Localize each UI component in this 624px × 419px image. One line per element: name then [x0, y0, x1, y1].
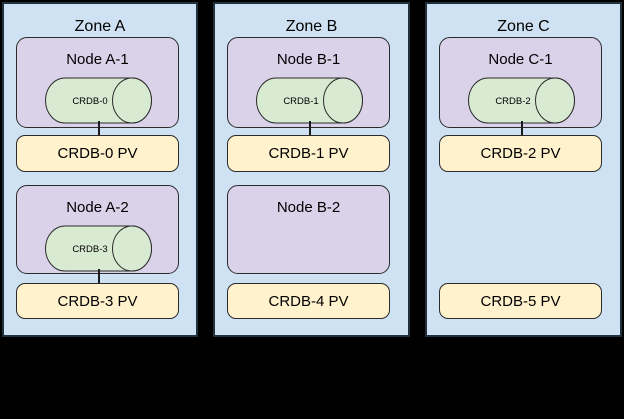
- pod-to-pv-connector: [521, 121, 523, 136]
- zone-b-container: Zone B Node B-1 CRDB-1 CRDB-1 PV Node B-…: [213, 2, 410, 337]
- database-cylinder-icon: CRDB-1: [256, 77, 363, 124]
- zone-a-title: Zone A: [74, 18, 126, 35]
- pod-to-pv-connector: [98, 121, 100, 136]
- node-b-2-title: Node B-2: [276, 199, 341, 216]
- pv-crdb-2: CRDB-2 PV: [439, 135, 602, 172]
- node-a-1: Node A-1 CRDB-0: [16, 37, 179, 128]
- pv-crdb-4: CRDB-4 PV: [227, 283, 390, 319]
- database-cylinder-icon: CRDB-3: [45, 225, 152, 272]
- pv-crdb-0: CRDB-0 PV: [16, 135, 179, 172]
- pv-crdb-3: CRDB-3 PV: [16, 283, 179, 319]
- database-cylinder-icon: CRDB-0: [45, 77, 152, 124]
- pod-crdb-3-label: CRDB-3: [72, 244, 107, 255]
- node-b-2: Node B-2: [227, 185, 390, 274]
- database-cylinder-icon: CRDB-2: [468, 77, 575, 124]
- node-c-1: Node C-1 CRDB-2: [439, 37, 602, 128]
- node-b-1: Node B-1 CRDB-1: [227, 37, 390, 128]
- zone-a-container: Zone A Node A-1 CRDB-0 CRDB-0 PV Node A-…: [2, 2, 198, 337]
- zone-c-container: Zone C Node C-1 CRDB-2 CRDB-2 PV CRDB-5 …: [425, 2, 622, 337]
- pod-to-pv-connector: [309, 121, 311, 136]
- node-b-1-title: Node B-1: [276, 51, 341, 68]
- node-a-1-title: Node A-1: [66, 51, 129, 68]
- node-c-1-title: Node C-1: [488, 51, 553, 68]
- pv-crdb-1: CRDB-1 PV: [227, 135, 390, 172]
- pv-crdb-5: CRDB-5 PV: [439, 283, 602, 319]
- pod-crdb-2-label: CRDB-2: [495, 96, 530, 107]
- zone-c-title: Zone C: [497, 18, 550, 35]
- pod-crdb-0-label: CRDB-0: [72, 96, 107, 107]
- zone-b-title: Zone B: [285, 18, 338, 35]
- node-a-2-title: Node A-2: [66, 199, 129, 216]
- pod-crdb-1-label: CRDB-1: [283, 96, 318, 107]
- pod-to-pv-connector: [98, 269, 100, 284]
- node-a-2: Node A-2 CRDB-3: [16, 185, 179, 274]
